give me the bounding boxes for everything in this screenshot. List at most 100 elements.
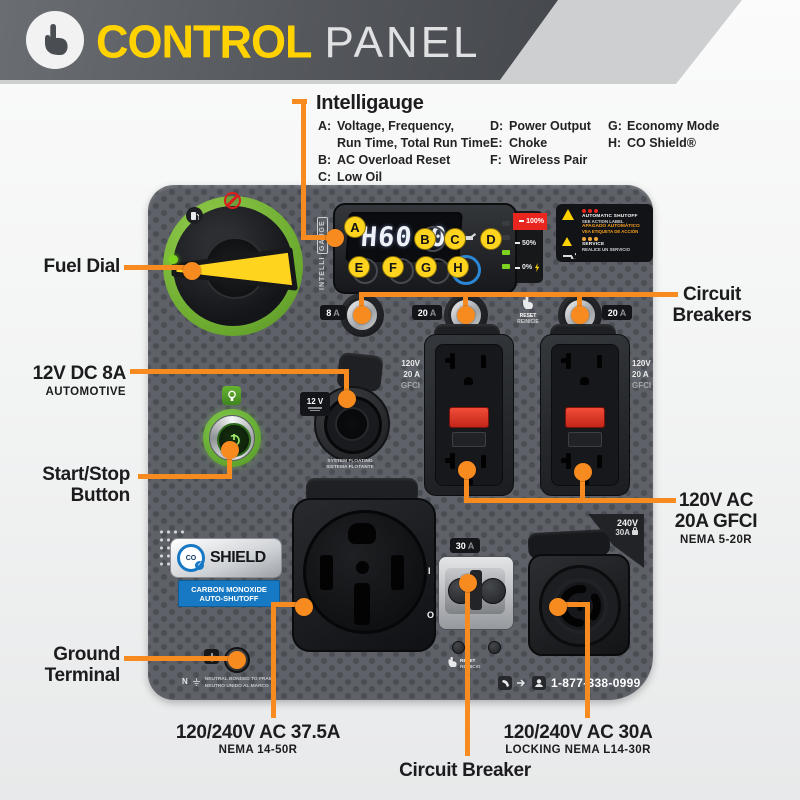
fuel-dial-lever[interactable]	[168, 246, 302, 292]
callout-dot-breaker30	[459, 574, 477, 592]
callout-line-breakers	[360, 292, 678, 297]
dc-socket-hole	[335, 407, 369, 441]
shield-text: SHIELD	[210, 549, 266, 566]
co-shield-badge: CO ✓ SHIELD	[170, 538, 282, 578]
outlet-slot-right	[391, 555, 404, 590]
intelli-text: INTELLI	[319, 256, 326, 290]
support-phone: 1-877-338-0999	[498, 676, 641, 690]
phone-number: 1-877-338-0999	[551, 676, 641, 690]
callout-line-outlet30	[585, 602, 590, 718]
callout-line-outlet50	[271, 602, 276, 718]
callout-line-intelligauge-dash	[292, 99, 307, 104]
bolt-icon	[535, 263, 540, 272]
callout-line-intelligauge	[301, 99, 306, 240]
callout-outlet50-sub: NEMA 14-50R	[218, 744, 298, 756]
warning-auto-shutoff: AUTOMATIC SHUTOFF	[582, 214, 638, 219]
outlet-slot-neutral	[354, 583, 370, 625]
no-fuel-icon	[224, 192, 241, 209]
co-logo-icon: CO ✓	[177, 544, 205, 572]
callout-breaker30: Circuit Breaker	[399, 760, 531, 781]
callout-dc: 12V DC 8A	[32, 363, 127, 384]
callout-dot-breaker-20a-right	[571, 306, 589, 324]
ground-symbol-icon	[192, 678, 200, 686]
gfci-reset-button[interactable]	[452, 432, 486, 447]
callout-outlet30: 120/240V AC 30A	[503, 722, 653, 743]
legend-text: Run Time, Total Run Time	[337, 136, 490, 150]
press-finger-icon	[448, 657, 457, 667]
scale-50: 50%	[515, 240, 536, 247]
callout-outlet50: 120/240V AC 37.5A	[175, 722, 341, 743]
legend-key: D:	[490, 119, 504, 133]
bulb-icon	[222, 386, 241, 405]
callout-line-fuel-dial	[124, 265, 186, 270]
callout-dot-gfci-left	[458, 461, 476, 479]
warning-service: SERVICE	[582, 242, 605, 247]
scale-100: 100%	[513, 213, 547, 230]
legend-key: A:	[318, 119, 332, 133]
callout-dot-breaker-20a-left	[457, 306, 475, 324]
breaker-off-mark: O	[427, 610, 435, 620]
callout-dot-breaker-8a	[353, 306, 371, 324]
callout-dot-fuel-dial	[183, 262, 201, 280]
legend-text: Voltage, Frequency,	[337, 119, 454, 133]
intelligauge-side-label: INTELLI GAUGE	[317, 206, 328, 290]
outlet-slot-center	[356, 561, 369, 574]
callout-gfci-sub: NEMA 5-20R	[680, 534, 752, 546]
gfci-test-button[interactable]	[565, 407, 605, 428]
letter-badge-f: F	[382, 256, 404, 278]
callout-line-outlet30	[558, 602, 590, 607]
callout-line-breaker30	[465, 590, 470, 756]
gfci-outlet-right[interactable]	[540, 334, 630, 496]
legend-text: Power Output	[509, 119, 591, 133]
screw-icon	[452, 641, 465, 654]
legend-key: H:	[608, 136, 622, 150]
callout-line-gfci	[464, 498, 676, 503]
load-led	[502, 221, 510, 226]
page-title: CONTROL PANEL	[96, 14, 481, 69]
letter-badge-e: E	[348, 256, 370, 278]
legend-text: CO Shield®	[627, 136, 696, 150]
callout-outlet30-sub: LOCKING NEMA L14-30R	[505, 744, 651, 756]
legend-key: B:	[318, 153, 332, 167]
callout-line-breakers	[359, 292, 364, 308]
warning-label: AUTOMATIC SHUTOFF SEE ACTION LABEL APAGA…	[556, 204, 653, 262]
fuel-pump-icon	[186, 207, 203, 224]
title-word-control: CONTROL	[96, 14, 312, 69]
callout-line-gfci	[580, 476, 585, 503]
letter-badge-d: D	[480, 228, 502, 250]
operator-icon	[532, 676, 546, 690]
callout-dot-dc	[338, 390, 356, 408]
letter-badge-h: H	[447, 256, 469, 278]
legend-key: C:	[318, 170, 332, 184]
callout-line-ground	[124, 656, 232, 661]
legend-key: F:	[490, 153, 502, 167]
scale-0: 0%	[515, 263, 540, 272]
arrow-icon	[517, 679, 525, 687]
wrench-icon	[563, 253, 579, 261]
warning-triangle-icon	[562, 209, 574, 220]
callout-line-outlet50	[276, 602, 302, 607]
gfci-test-button[interactable]	[449, 407, 489, 428]
gfci-reset-button[interactable]	[568, 432, 602, 447]
callout-line-gfci	[464, 474, 469, 503]
callout-line-dc	[344, 369, 349, 393]
load-led	[502, 250, 510, 255]
legend-text: Choke	[509, 136, 548, 150]
legend-text: AC Overload Reset	[337, 153, 451, 167]
press-finger-icon	[523, 297, 533, 309]
callout-dot-outlet30	[549, 598, 567, 616]
phone-icon	[498, 676, 512, 690]
breaker-30a-pole-right	[480, 578, 506, 604]
letter-badge-g: G	[415, 256, 437, 278]
legend-key: G:	[608, 119, 622, 133]
lock-icon	[632, 527, 638, 535]
legend-text: Low Oil	[337, 170, 383, 184]
letter-badge-a: A	[344, 216, 366, 238]
